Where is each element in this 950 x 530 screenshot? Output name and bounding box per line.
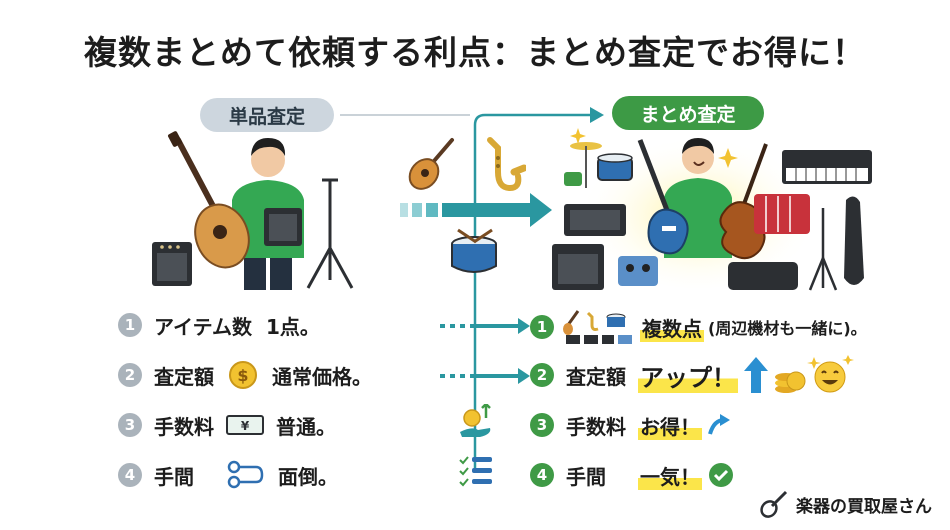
row-value: 通常価格。 <box>272 364 372 389</box>
sparkle-icon <box>570 128 738 168</box>
svg-text:¥: ¥ <box>241 419 250 433</box>
step-number: 4 <box>118 463 142 487</box>
left-row-1: 1 アイテム数 1点。 <box>118 308 320 342</box>
row-value: アップ！ <box>638 357 738 393</box>
row-label: 査定額 <box>154 364 214 389</box>
step-number: 1 <box>530 315 554 339</box>
right-row-2: 2 査定額 アップ！ <box>530 355 854 393</box>
drum-icon <box>451 228 497 273</box>
row-label: 手間 <box>154 464 194 489</box>
electric-guitar-icon <box>637 139 689 255</box>
coin-icon: $ <box>229 361 257 389</box>
svg-text:$: $ <box>237 366 248 385</box>
row-value: お得！ <box>638 410 702 440</box>
row-label: アイテム数 <box>154 314 252 339</box>
keyboard-icon <box>782 150 872 184</box>
step-number: 3 <box>118 413 142 437</box>
stand-icon <box>808 208 838 291</box>
banknote-icon: ¥ <box>226 415 264 435</box>
brand-name: 楽器の買取屋さん <box>796 496 932 517</box>
row-value: 普通。 <box>276 414 336 439</box>
row-label: 手数料 <box>566 414 626 439</box>
instruments-icon <box>563 310 632 344</box>
bulk-appraisal-illustration <box>552 128 872 291</box>
step-number: 3 <box>530 413 554 437</box>
guitar-icon <box>408 138 454 190</box>
right-row-4: 4 手間 一気！ <box>530 458 734 492</box>
row-label: 手間 <box>566 464 606 489</box>
left-row-4: 4 手間 面倒。 <box>118 458 338 492</box>
coin-icon <box>775 371 806 393</box>
left-row-2: 2 査定額 $ 通常価格。 <box>118 358 372 392</box>
right-row-3: 3 手数料 お得！ <box>530 408 732 442</box>
increase-icons <box>744 355 854 393</box>
row-value: 複数点 <box>640 312 704 342</box>
check-icon <box>709 463 733 487</box>
accordion-icon <box>754 194 810 234</box>
money-hand-icon <box>460 404 491 437</box>
amp-icon <box>152 242 192 286</box>
brand-logo: 楽器の買取屋さん <box>760 490 932 518</box>
effects-pedal-icon <box>618 256 658 286</box>
left-row-3: 3 手数料 ¥ 普通。 <box>118 408 336 442</box>
up-arrow-icon <box>744 357 768 393</box>
page-title: 複数まとめて依頼する利点：まとめ査定でお得に！ <box>84 33 866 72</box>
guitar-stand-icon <box>306 178 354 289</box>
guitar-case-icon <box>844 196 864 285</box>
case-icon <box>728 262 798 290</box>
smile-icon <box>814 361 846 393</box>
single-appraisal-label: 単品査定 <box>200 98 334 132</box>
row-value: 1点。 <box>266 314 320 339</box>
row-value: 面倒。 <box>278 464 338 489</box>
guitar-icon <box>760 490 788 518</box>
violin-icon <box>719 143 768 260</box>
right-row-1: 1 複数点 (周辺機材も一緒に)。 <box>530 310 867 344</box>
up-arrow-icon <box>708 414 730 435</box>
row-value: 一気！ <box>638 460 702 490</box>
row-label: 手数料 <box>154 414 214 439</box>
step-number: 1 <box>118 313 142 337</box>
checklist-icon <box>459 456 492 487</box>
process-icon <box>227 460 264 489</box>
step-number: 2 <box>530 363 554 387</box>
row-label: 査定額 <box>566 364 626 389</box>
step-number: 2 <box>118 363 142 387</box>
single-appraisal-illustration <box>152 131 354 290</box>
bulk-appraisal-label: まとめ査定 <box>612 96 764 130</box>
row-note: (周辺機材も一緒に)。 <box>708 319 867 338</box>
guitar-icon <box>168 131 250 269</box>
step-number: 4 <box>530 463 554 487</box>
saxophone-icon <box>487 137 526 192</box>
